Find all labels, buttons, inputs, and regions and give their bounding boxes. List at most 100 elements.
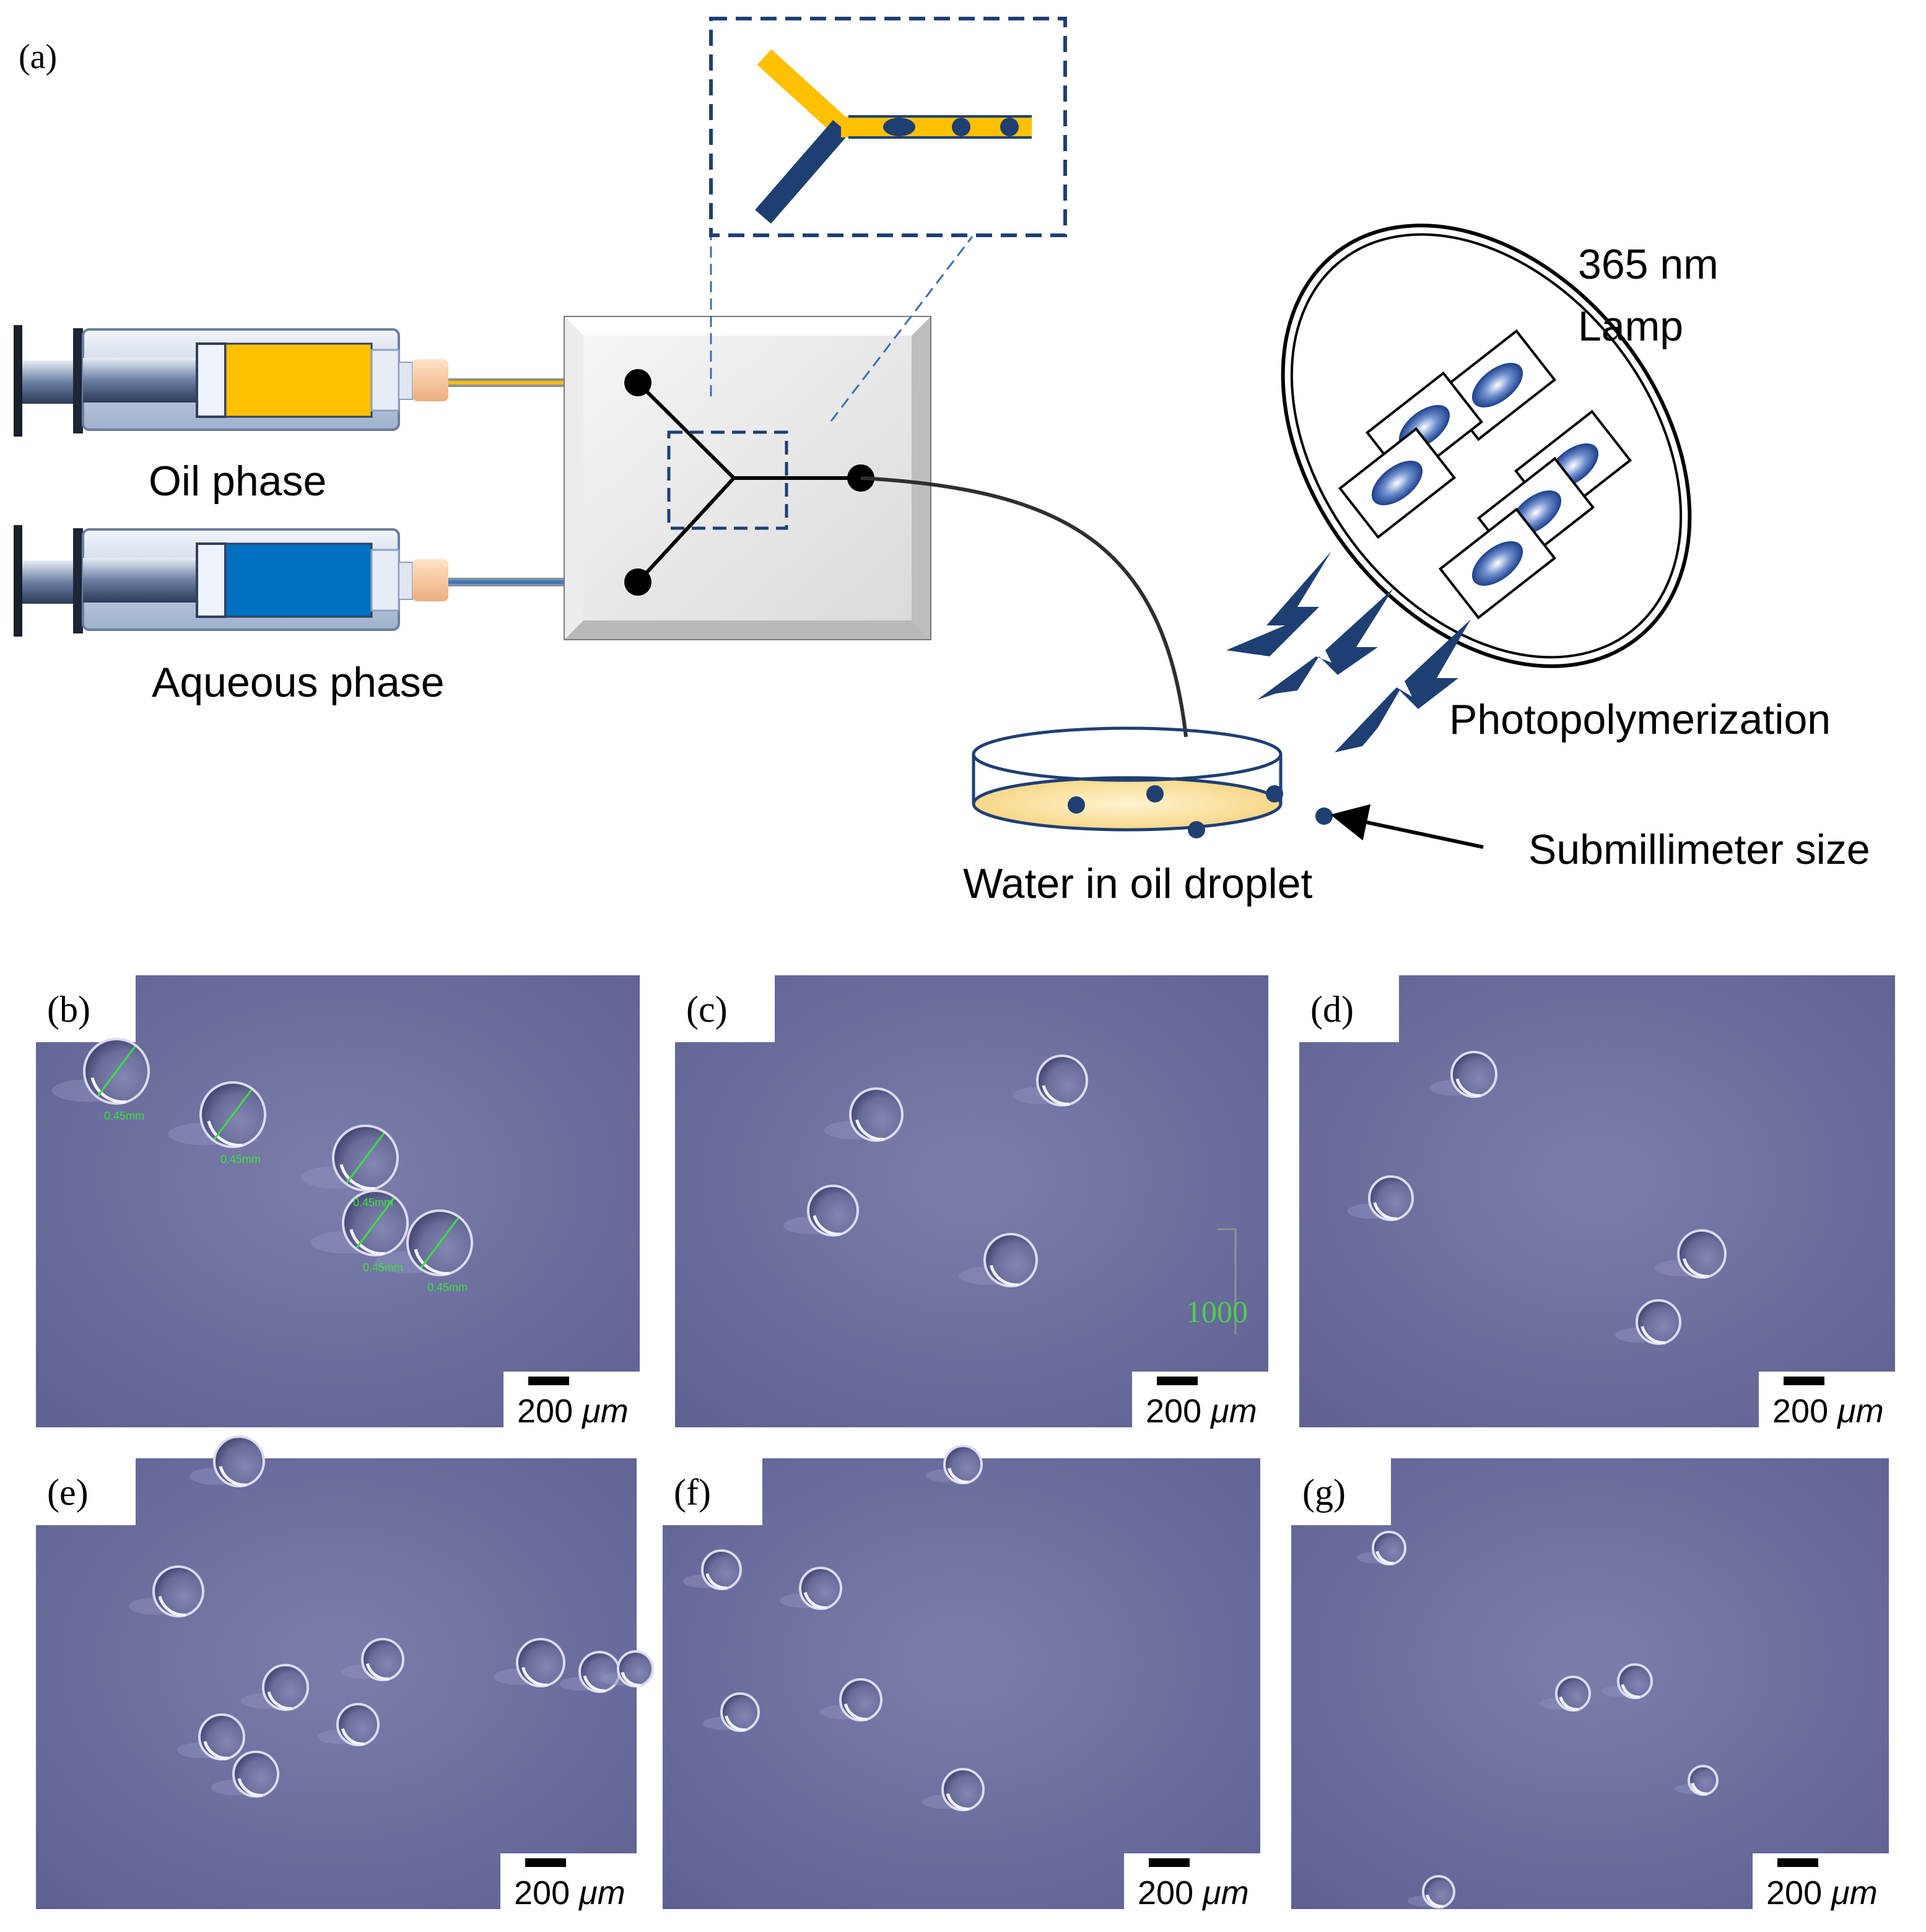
measurement-line [420, 1217, 460, 1268]
microsphere [617, 1650, 654, 1687]
scale-bar-label: 200 μm [1146, 1393, 1257, 1430]
sphere-highlight [855, 1119, 884, 1141]
scale-bar [1149, 1858, 1190, 1867]
microsphere [1422, 1875, 1455, 1908]
scale-bar [528, 1377, 569, 1385]
sphere-highlight [158, 1596, 186, 1617]
scale-bar [525, 1858, 566, 1867]
scale-bracket [1217, 1228, 1237, 1334]
sphere-highlight [1621, 1684, 1641, 1699]
scale-bar [1157, 1377, 1198, 1385]
microsphere [943, 1445, 983, 1484]
micrograph-panel-1: (b) 0.45mm 0.45mm 0.45mm 0.45mm 0.45mm 200 μm [33, 973, 652, 1440]
sphere-highlight [339, 1164, 375, 1191]
microsphere [799, 1567, 842, 1610]
sphere-highlight [946, 1793, 970, 1811]
micrograph-background [1291, 1458, 1889, 1909]
sphere-highlight [1425, 1894, 1444, 1908]
sphere-highlight [1042, 1085, 1070, 1106]
sphere-highlight [1559, 1696, 1579, 1712]
aqueous-syringe [14, 525, 448, 637]
microsphere [336, 1703, 380, 1746]
microsphere [198, 1713, 245, 1760]
uv-lamp [1281, 224, 1692, 668]
measurement-text: 0.45mm [104, 1110, 144, 1122]
lamp-bulbs [1338, 329, 1632, 620]
micrograph-panel-3: (d) 200 μm [1297, 973, 1907, 1440]
micrograph-panel-6: (g)200 μm [1289, 1456, 1901, 1921]
panel-label: (d) [1310, 989, 1354, 1030]
sphere-highlight [1641, 1326, 1665, 1344]
micrograph-panel-2: (c) 1000 200 μm [673, 973, 1281, 1440]
scale-bar-label: 200 μm [1138, 1874, 1249, 1912]
sphere-highlight [1691, 1782, 1708, 1796]
sphere-highlight [1683, 1258, 1709, 1278]
panel-a-schematic: (a) Oil phase Aqueou [14, 17, 1870, 907]
panel-label: (c) [686, 989, 728, 1030]
panel-a-label: (a) [19, 38, 57, 76]
sphere-highlight [219, 1466, 247, 1487]
measurement-text: 0.45mm [427, 1281, 468, 1294]
photopolymerization-label: Photopolymerization [1449, 696, 1831, 743]
microsphere [361, 1638, 404, 1681]
label-block [1297, 973, 1399, 1042]
microsphere [232, 1751, 279, 1798]
readout-1000: 1000 [1186, 1294, 1248, 1329]
panel-label: (f) [674, 1472, 711, 1513]
microsphere [1555, 1676, 1591, 1712]
sphere-highlight [207, 1120, 243, 1147]
uv-light-bolts [1226, 551, 1471, 752]
scale-bar-label: 200 μm [517, 1393, 629, 1430]
measurement-line [213, 1089, 253, 1140]
microsphere [849, 1087, 904, 1142]
panel-label: (g) [1302, 1472, 1346, 1513]
micrograph-background [675, 975, 1268, 1427]
micrograph-panel-4: (e)200 μm [33, 1435, 654, 1921]
sphere-highlight [203, 1741, 229, 1760]
sphere-highlight [414, 1248, 450, 1276]
measurement-text: 0.45mm [363, 1261, 403, 1274]
oil-syringe [14, 325, 448, 437]
sphere-highlight [813, 1215, 841, 1236]
microsphere [1372, 1531, 1406, 1565]
measurement-text: 0.45mm [353, 1196, 393, 1209]
scale-bar [1777, 1858, 1818, 1867]
label-block [1289, 1456, 1391, 1525]
sphere-highlight [803, 1591, 827, 1609]
microsphere [1688, 1765, 1719, 1796]
microsphere [941, 1768, 985, 1811]
label-block [33, 973, 136, 1042]
sphere-highlight [583, 1675, 606, 1692]
measurement-text: 0.45mm [220, 1153, 261, 1165]
microsphere [262, 1664, 309, 1711]
sphere-highlight [990, 1264, 1019, 1287]
microsphere [839, 1678, 882, 1721]
sphere-highlight [365, 1663, 390, 1681]
microsphere [701, 1549, 742, 1590]
submillimeter-label: Submillimeter size [1528, 826, 1870, 873]
microsphere [983, 1233, 1038, 1287]
label-block [660, 1456, 762, 1525]
lamp-label: Lamp [1578, 303, 1683, 350]
water-in-oil-label: Water in oil droplet [963, 860, 1312, 907]
microsphere [1677, 1229, 1727, 1279]
microsphere [213, 1435, 265, 1487]
micrograph-background [663, 1458, 1260, 1909]
label-block [673, 973, 775, 1042]
scale-bar-label: 200 μm [1772, 1393, 1884, 1430]
microsphere [1617, 1663, 1653, 1699]
microsphere [1368, 1175, 1414, 1221]
microsphere [1450, 1051, 1497, 1098]
lamp-wavelength-label: 365 nm [1578, 241, 1719, 288]
measurement-line [346, 1133, 385, 1183]
microsphere [578, 1651, 621, 1693]
panel-label: (b) [47, 989, 90, 1030]
junction-inset [709, 17, 1067, 237]
micrograph-panel-5: (f) 200 μm [660, 1445, 1273, 1921]
microsphere [1636, 1299, 1681, 1345]
sphere-highlight [521, 1666, 548, 1687]
scale-bar [1784, 1377, 1824, 1385]
